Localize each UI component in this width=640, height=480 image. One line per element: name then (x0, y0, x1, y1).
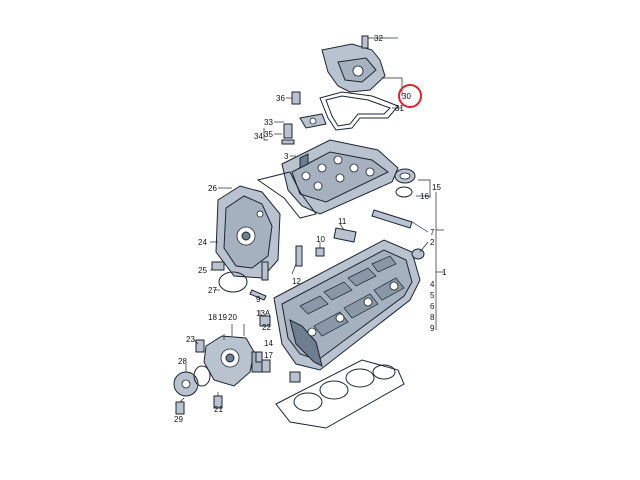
small-sensor-parts (281, 91, 327, 145)
callout-24: 24 (198, 238, 207, 247)
vacuum-pump (203, 335, 263, 387)
callout-19: 19 (218, 313, 227, 322)
bolt-23 (195, 339, 205, 353)
breather-housing (321, 35, 390, 93)
leader-lines (179, 37, 444, 403)
callout-7: 7 (430, 228, 435, 237)
callout-10: 10 (316, 235, 325, 244)
pin-10 (315, 247, 325, 257)
callout-5: 5 (430, 291, 435, 300)
guide-11 (333, 227, 357, 243)
rail-7 (371, 209, 413, 229)
callout-17: 17 (264, 351, 273, 360)
callout-23: 23 (186, 335, 195, 344)
callout-16: 16 (420, 192, 429, 201)
pump-o-ring (193, 365, 211, 387)
callout-2: 2 (430, 238, 435, 247)
housing-gasket (319, 91, 399, 131)
callout-27: 27 (208, 286, 217, 295)
oil-filler-cap (394, 168, 416, 198)
valve-cover (281, 139, 399, 215)
callout-30: 30 (402, 92, 411, 101)
bolt-17 (261, 359, 271, 373)
callout-12: 12 (292, 277, 301, 286)
callout-21: 21 (214, 405, 223, 414)
callout-25: 25 (198, 266, 207, 275)
callout-33: 33 (264, 118, 273, 127)
callout-14: 14 (264, 339, 273, 348)
callout-36: 36 (276, 94, 285, 103)
head-gasket (275, 359, 405, 429)
callout-22: 22 (262, 323, 271, 332)
bolt-25 (211, 261, 225, 271)
callout-11: 11 (338, 217, 347, 226)
callout-31: 31 (395, 104, 404, 113)
bolt-12 (295, 245, 303, 267)
callout-15: 15 (432, 183, 441, 192)
callout-28: 28 (178, 357, 187, 366)
cylinder-head (273, 239, 421, 371)
callout-8: 8 (430, 313, 435, 322)
callout-6: 6 (430, 302, 435, 311)
bolt-21 (213, 395, 223, 409)
callout-13a: 13A (256, 309, 271, 318)
callout-labels: 32 30 31 36 33 35 34 3 15 16 26 11 10 7 … (174, 34, 447, 424)
highlight-circle (398, 84, 422, 108)
valve-cover-gasket (256, 171, 317, 219)
plug-2 (411, 248, 425, 260)
bushing-14 (289, 371, 301, 383)
bolt-13a (259, 315, 271, 327)
callout-9: 9 (256, 295, 261, 304)
bolt-9 (249, 289, 267, 301)
callout-4: 4 (430, 280, 435, 289)
callout-1: 1 (442, 268, 447, 277)
bolt-29 (175, 401, 185, 415)
callout-35: 35 (264, 130, 273, 139)
callout-3: 3 (284, 152, 289, 161)
callout-9b: 9 (430, 324, 435, 333)
callout-29: 29 (174, 415, 183, 424)
callout-34: 34 (254, 132, 263, 141)
bolt-8 (255, 351, 263, 363)
o-ring (218, 271, 248, 293)
callout-18: 18 (208, 313, 217, 322)
bolt-22 (261, 261, 269, 281)
callout-20: 20 (228, 313, 237, 322)
callout-26: 26 (208, 184, 217, 193)
timing-cover (215, 185, 281, 279)
callout-32: 32 (374, 34, 383, 43)
